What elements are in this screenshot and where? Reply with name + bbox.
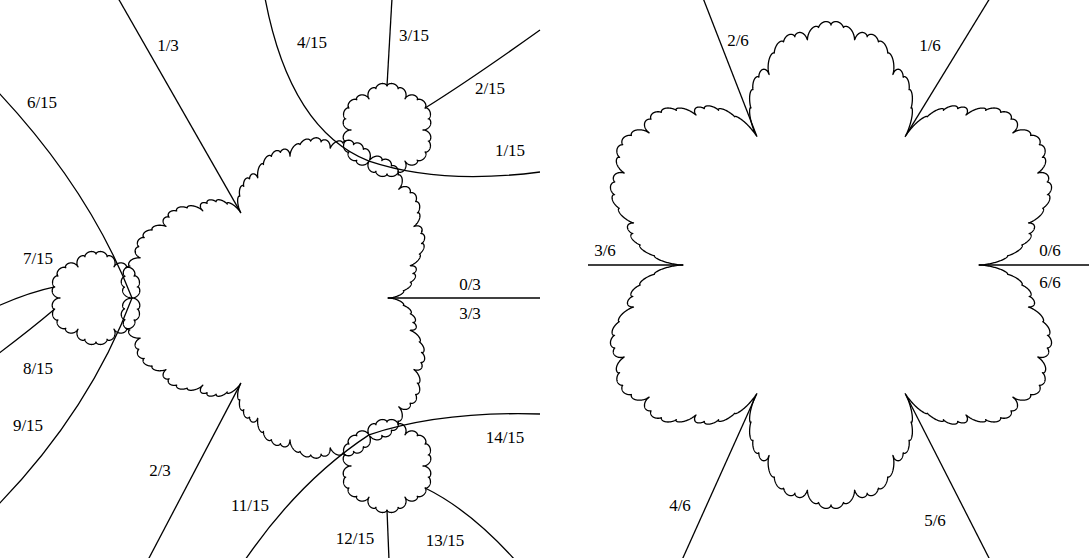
ray-angle-label: 5/6	[922, 511, 948, 530]
ray-angle-label: 6/15	[25, 93, 59, 112]
ray-angle-label: 7/15	[21, 249, 55, 268]
external-ray	[0, 309, 55, 354]
ray-angle-label: 1/6	[917, 36, 943, 55]
external-ray	[682, 393, 757, 558]
ray-angle-label: 2/15	[473, 79, 507, 98]
ray-angle-label: 0/3	[457, 275, 483, 294]
external-ray	[0, 298, 132, 505]
external-ray	[588, 264, 683, 265]
ray-angle-label: 3/3	[457, 304, 483, 323]
ray-angle-label: 14/15	[484, 428, 527, 447]
ray-angle-label: 4/15	[295, 33, 329, 52]
ray-angle-label: 2/6	[725, 31, 751, 50]
ray-angle-label: 3/15	[397, 26, 431, 45]
external-ray	[387, 0, 392, 86]
ray-angle-label: 11/15	[229, 496, 271, 515]
external-ray	[905, 0, 990, 137]
external-ray	[703, 0, 757, 137]
ray-angle-label: 13/15	[424, 531, 467, 550]
ray-angle-label: 1/3	[155, 36, 181, 55]
ray-angle-label: 6/6	[1037, 273, 1063, 292]
external-ray	[387, 510, 389, 558]
external-ray	[388, 297, 540, 298]
external-ray	[118, 0, 241, 213]
julia-satellite	[343, 420, 431, 513]
external-ray	[425, 30, 540, 108]
julia-main-body	[121, 138, 424, 458]
ray-angle-label: 8/15	[21, 359, 55, 378]
external-ray	[0, 92, 132, 298]
external-ray	[0, 287, 55, 306]
external-ray	[905, 393, 990, 558]
ray-angle-label: 0/6	[1037, 241, 1063, 260]
ray-angle-label: 1/15	[493, 141, 527, 160]
julia-satellite	[343, 84, 431, 177]
ray-angle-label: 2/3	[147, 461, 173, 480]
ray-angle-label: 4/6	[667, 496, 693, 515]
ray-angle-label: 12/15	[334, 529, 377, 548]
ray-angle-label: 3/6	[592, 241, 618, 260]
external-ray	[265, 0, 369, 161]
external-ray	[148, 383, 241, 558]
external-ray	[979, 264, 1089, 265]
julia-satellite	[52, 252, 140, 345]
external-ray	[369, 161, 540, 176]
ray-angle-label: 9/15	[11, 416, 45, 435]
